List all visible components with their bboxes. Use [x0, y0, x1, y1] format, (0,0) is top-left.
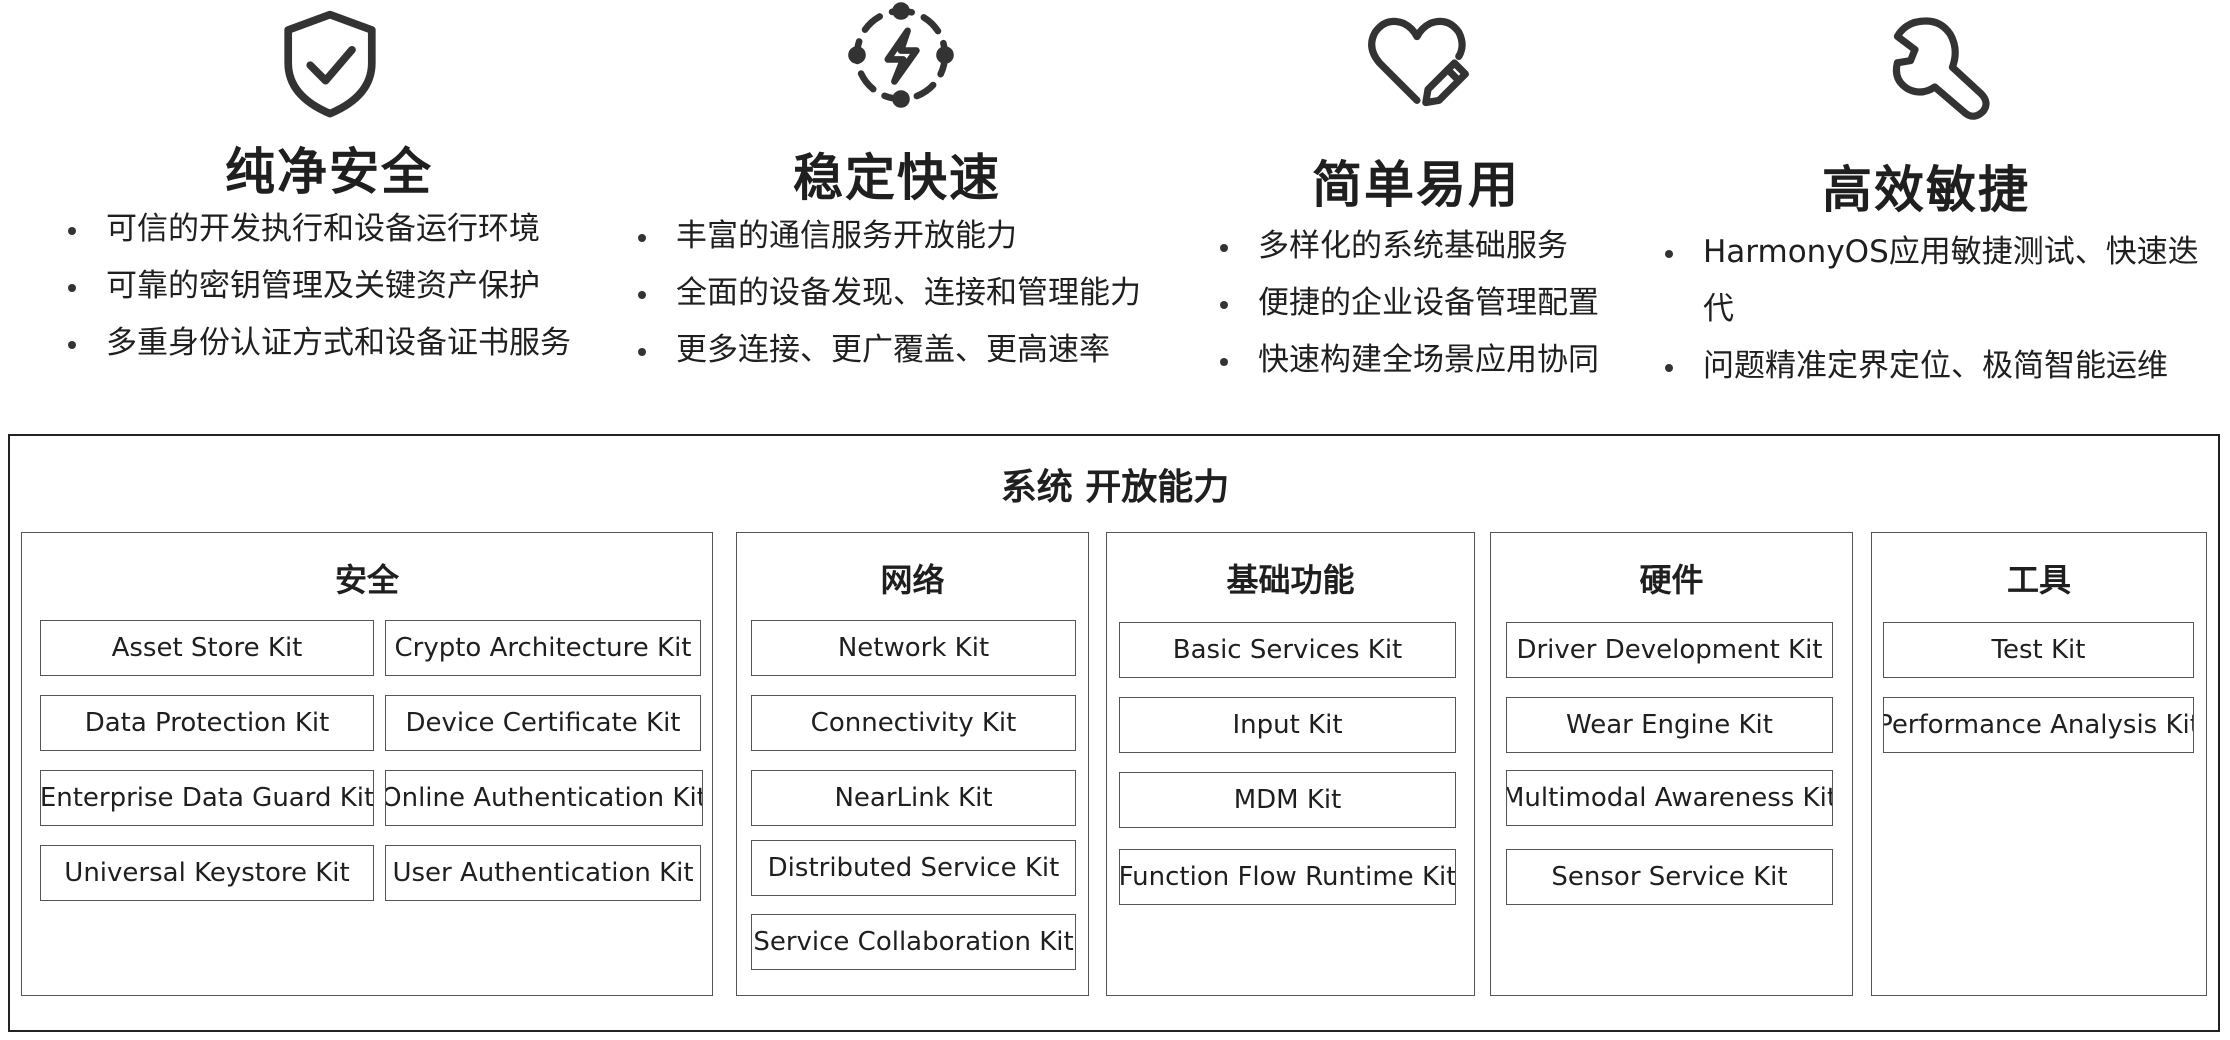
kit-basic-services: Basic Services Kit: [1119, 622, 1456, 678]
list-item: 可信的开发执行和设备运行环境: [68, 201, 571, 258]
kit-function-flow-runtime: Function Flow Runtime Kit: [1119, 849, 1456, 905]
column-security: 安全: [21, 532, 713, 996]
kit-connectivity: Connectivity Kit: [751, 695, 1076, 751]
kit-test: Test Kit: [1883, 622, 2194, 678]
kit-universal-keystore: Universal Keystore Kit: [40, 845, 374, 901]
kit-wear-engine: Wear Engine Kit: [1506, 697, 1833, 753]
feature-list: 多样化的系统基础服务 便捷的企业设备管理配置 快速构建全场景应用协同: [1220, 218, 1599, 389]
list-item: HarmonyOS应用敏捷测试、快速迭代: [1665, 224, 2205, 338]
shield-check-icon: [275, 8, 385, 118]
list-item: 便捷的企业设备管理配置: [1220, 275, 1599, 332]
kit-nearlink: NearLink Kit: [751, 770, 1076, 826]
kit-online-authentication: Online Authentication Kit: [385, 770, 703, 826]
kit-distributed-service: Distributed Service Kit: [751, 840, 1076, 896]
system-capability-frame: [8, 434, 2220, 1032]
kit-device-certificate: Device Certificate Kit: [385, 695, 701, 751]
list-item: 问题精准定界定位、极简智能运维: [1665, 338, 2205, 395]
feature-title: 高效敏捷: [1822, 161, 2030, 219]
feature-title: 纯净安全: [225, 143, 433, 201]
kit-multimodal-awareness: Multimodal Awareness Kit: [1506, 770, 1833, 826]
feature-title: 稳定快速: [793, 149, 1001, 207]
feature-list: HarmonyOS应用敏捷测试、快速迭代 问题精准定界定位、极简智能运维: [1665, 224, 2205, 395]
feature-list: 丰富的通信服务开放能力 全面的设备发现、连接和管理能力 更多连接、更广覆盖、更高…: [638, 208, 1141, 379]
column-title: 安全: [334, 561, 399, 599]
column-basic-functions: 基础功能: [1106, 532, 1475, 996]
kit-sensor-service: Sensor Service Kit: [1506, 849, 1833, 905]
list-item: 丰富的通信服务开放能力: [638, 208, 1141, 265]
kit-user-authentication: User Authentication Kit: [385, 845, 701, 901]
column-title: 工具: [2006, 561, 2071, 599]
kit-network: Network Kit: [751, 620, 1076, 676]
kit-service-collaboration: Service Collaboration Kit: [751, 914, 1076, 970]
kit-crypto-architecture: Crypto Architecture Kit: [385, 620, 701, 676]
list-item: 全面的设备发现、连接和管理能力: [638, 265, 1141, 322]
kit-driver-development: Driver Development Kit: [1506, 622, 1833, 678]
column-title: 硬件: [1639, 561, 1704, 599]
list-item: 更多连接、更广覆盖、更高速率: [638, 322, 1141, 379]
heart-pencil-icon: [1362, 8, 1472, 118]
kit-asset-store: Asset Store Kit: [40, 620, 374, 676]
system-capability-title: 系统 开放能力: [1000, 467, 1230, 508]
feature-title: 简单易用: [1312, 156, 1520, 214]
column-title: 网络: [880, 561, 945, 599]
column-tools: 工具: [1871, 532, 2207, 996]
column-hardware: 硬件: [1490, 532, 1853, 996]
list-item: 多样化的系统基础服务: [1220, 218, 1599, 275]
kit-input: Input Kit: [1119, 697, 1456, 753]
column-network: 网络: [736, 532, 1089, 996]
kit-mdm: MDM Kit: [1119, 772, 1456, 828]
kit-enterprise-data-guard: Enterprise Data Guard Kit: [40, 770, 374, 826]
list-item: 可靠的密钥管理及关键资产保护: [68, 258, 571, 315]
feature-list: 可信的开发执行和设备运行环境 可靠的密钥管理及关键资产保护 多重身份认证方式和设…: [68, 201, 571, 372]
list-item: 快速构建全场景应用协同: [1220, 332, 1599, 389]
list-item: 多重身份认证方式和设备证书服务: [68, 315, 571, 372]
column-title: 基础功能: [1226, 561, 1355, 599]
kit-data-protection: Data Protection Kit: [40, 695, 374, 751]
kit-performance-analysis: Performance Analysis Kit: [1883, 697, 2194, 753]
wrench-icon: [1882, 10, 1992, 120]
lightning-circle-icon: [846, 0, 956, 110]
